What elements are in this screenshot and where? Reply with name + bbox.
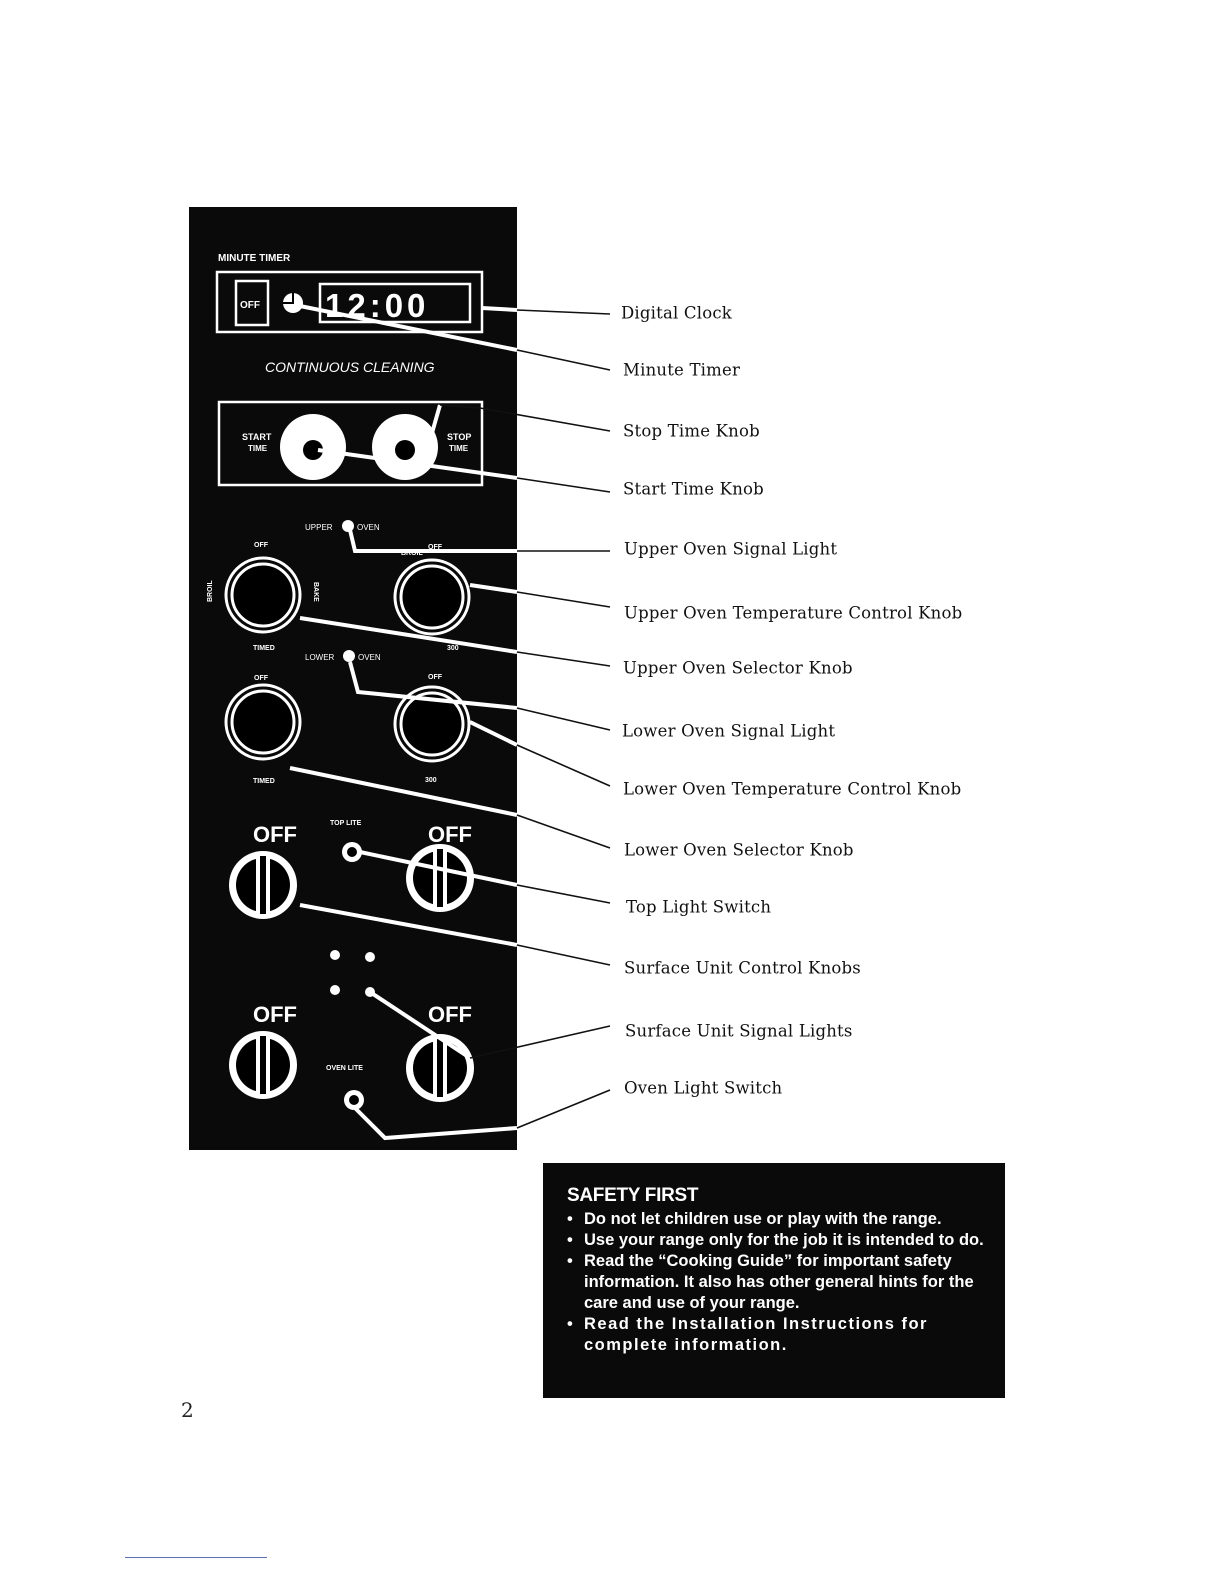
sel-broil: BROIL xyxy=(207,580,214,603)
timer-off-label: OFF xyxy=(240,300,260,311)
page-number: 2 xyxy=(181,1398,194,1422)
callout-top-light-switch: Top Light Switch xyxy=(626,897,772,917)
temp-off: OFF xyxy=(428,544,443,551)
upper-oven-label: OVEN xyxy=(357,523,380,532)
temp-300: 300 xyxy=(447,645,459,652)
leader-lines xyxy=(289,304,611,1141)
safety-title: SAFETY FIRST xyxy=(567,1185,699,1206)
top-lite-label: TOP LITE xyxy=(330,820,362,827)
clock-digits: 12:00 xyxy=(325,287,429,324)
sel-off: OFF xyxy=(254,542,269,549)
callout-surface-unit-signal-lights: Surface Unit Signal Lights xyxy=(625,1021,853,1041)
safety-item: Use your range only for the job it is in… xyxy=(567,1230,995,1251)
lower-oven-label: OVEN xyxy=(358,653,381,662)
surface-knob[interactable] xyxy=(229,1031,297,1099)
temp-300-lower: 300 xyxy=(425,777,437,784)
stop-time-label: TIME xyxy=(449,444,469,453)
callout-surface-unit-control-knobs: Surface Unit Control Knobs xyxy=(624,958,861,978)
surface-knob[interactable] xyxy=(406,1034,474,1102)
callout-digital-clock: Digital Clock xyxy=(621,303,733,323)
lower-oven-selector-knob[interactable] xyxy=(224,683,302,761)
upper-label: UPPER xyxy=(305,523,333,532)
callout-oven-light-switch: Oven Light Switch xyxy=(624,1078,783,1098)
brand-text: CONTINUOUS CLEANING xyxy=(265,359,435,375)
minute-timer-label: MINUTE TIMER xyxy=(218,253,291,264)
surface-knob[interactable] xyxy=(229,851,297,919)
stop-label: STOP xyxy=(447,432,471,442)
timer-off-box xyxy=(234,279,270,327)
surface-signal-light xyxy=(330,950,340,960)
safety-item: Read the “Cooking Guide” for important s… xyxy=(567,1251,995,1314)
callout-minute-timer: Minute Timer xyxy=(623,360,741,380)
safety-list: Do not let children use or play with the… xyxy=(567,1209,995,1356)
safety-first-box: SAFETY FIRST Do not let children use or … xyxy=(543,1163,1005,1398)
callout-lower-oven-temperature-knob: Lower Oven Temperature Control Knob xyxy=(623,779,962,799)
callout-lower-oven-signal-light: Lower Oven Signal Light xyxy=(622,721,836,741)
surface-off-label: OFF xyxy=(253,1002,297,1027)
sel-bake: BAKE xyxy=(312,582,319,602)
temp-broil: BROIL xyxy=(401,550,424,557)
surface-signal-light xyxy=(330,985,340,995)
start-stop-frame xyxy=(217,400,484,487)
sel-timed: TIMED xyxy=(253,645,275,652)
safety-item: Do not let children use or play with the… xyxy=(567,1209,995,1230)
upper-oven-temperature-knob[interactable] xyxy=(393,558,471,636)
surface-off-label: OFF xyxy=(253,822,297,847)
callout-upper-oven-temperature-knob: Upper Oven Temperature Control Knob xyxy=(624,603,963,623)
temp-off-lower: OFF xyxy=(428,674,443,681)
lower-label: LOWER xyxy=(305,653,335,662)
callout-start-time-knob: Start Time Knob xyxy=(623,479,764,499)
lower-oven-temperature-knob[interactable] xyxy=(393,685,471,763)
surface-off-label: OFF xyxy=(428,822,472,847)
surface-off-label: OFF xyxy=(428,1002,472,1027)
upper-oven-selector-knob[interactable] xyxy=(224,556,302,634)
sel-off-lower: OFF xyxy=(254,675,269,682)
safety-item: Read the Installation Instructions for c… xyxy=(567,1314,995,1356)
callout-stop-time-knob: Stop Time Knob xyxy=(623,421,760,441)
start-time-label: TIME xyxy=(248,444,268,453)
upper-oven-signal-light xyxy=(342,520,354,532)
footer-rule xyxy=(125,1557,267,1558)
digital-clock-display xyxy=(318,282,472,324)
surface-signal-light xyxy=(365,952,375,962)
callout-upper-oven-signal-light: Upper Oven Signal Light xyxy=(624,539,838,559)
surface-knob[interactable] xyxy=(406,844,474,912)
sel-timed-lower: TIMED xyxy=(253,778,275,785)
lower-oven-signal-light xyxy=(343,650,355,662)
oven-lite-label: OVEN LITE xyxy=(326,1065,363,1072)
clock-frame xyxy=(215,270,484,334)
callout-upper-oven-selector-knob: Upper Oven Selector Knob xyxy=(623,658,853,678)
callout-lower-oven-selector-knob: Lower Oven Selector Knob xyxy=(624,840,854,860)
start-label: START xyxy=(242,432,272,442)
